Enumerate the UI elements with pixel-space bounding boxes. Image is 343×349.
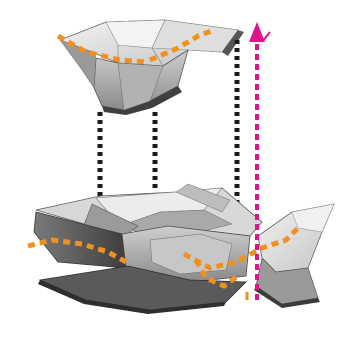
- right-side-fragment: [254, 204, 334, 308]
- upper-roof-piece: [60, 20, 244, 115]
- arrow-head-icon: [249, 22, 265, 42]
- lower-base-model: [34, 184, 262, 314]
